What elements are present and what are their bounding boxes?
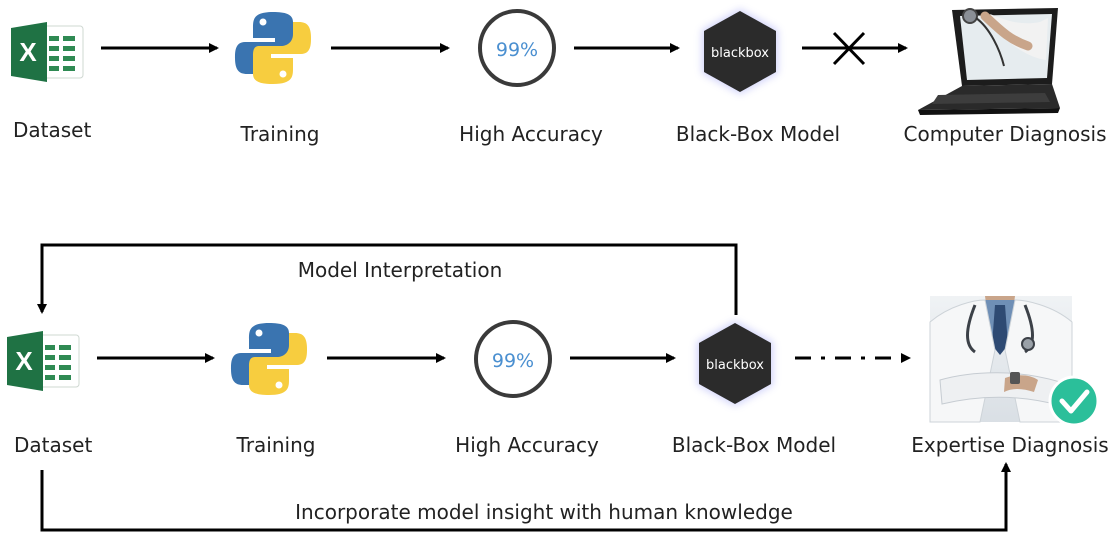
label-blackbox-model-1: Black-Box Model — [675, 122, 841, 146]
progress-ring-icon: 99% — [478, 9, 556, 87]
excel-icon: X — [11, 22, 84, 82]
hexagon-icon: blackbox — [702, 9, 778, 94]
accuracy-value: 99% — [496, 39, 538, 61]
check-icon — [1048, 375, 1100, 427]
excel-icon: X — [7, 331, 80, 391]
label-training-1: Training — [240, 122, 320, 146]
label-model-interpretation: Model Interpretation — [297, 258, 503, 282]
label-computer-diagnosis: Computer Diagnosis — [903, 122, 1107, 146]
label-dataset-1: Dataset — [13, 118, 92, 142]
label-expertise-diagnosis: Expertise Diagnosis — [911, 433, 1109, 457]
label-training-2: Training — [236, 433, 316, 457]
blackbox-text: blackbox — [711, 46, 769, 61]
label-blackbox-model-2: Black-Box Model — [671, 433, 837, 457]
svg-text:X: X — [19, 37, 37, 67]
label-accuracy-2: High Accuracy — [455, 433, 599, 457]
python-icon — [231, 323, 307, 395]
insight-loop — [40, 462, 1011, 532]
label-accuracy-1: High Accuracy — [459, 122, 603, 146]
blackbox-text: blackbox — [706, 358, 764, 373]
label-dataset-2: Dataset — [14, 433, 93, 457]
label-incorporate-insight: Incorporate model insight with human kno… — [295, 500, 793, 524]
laptop-stethoscope-icon — [918, 8, 1060, 115]
cross-icon — [832, 31, 866, 66]
progress-ring-icon: 99% — [474, 320, 552, 398]
svg-text:X: X — [15, 346, 33, 376]
python-icon — [235, 12, 311, 84]
model-interpretation-loop — [37, 243, 738, 315]
accuracy-value: 99% — [492, 350, 534, 372]
hexagon-icon: blackbox — [697, 321, 773, 406]
